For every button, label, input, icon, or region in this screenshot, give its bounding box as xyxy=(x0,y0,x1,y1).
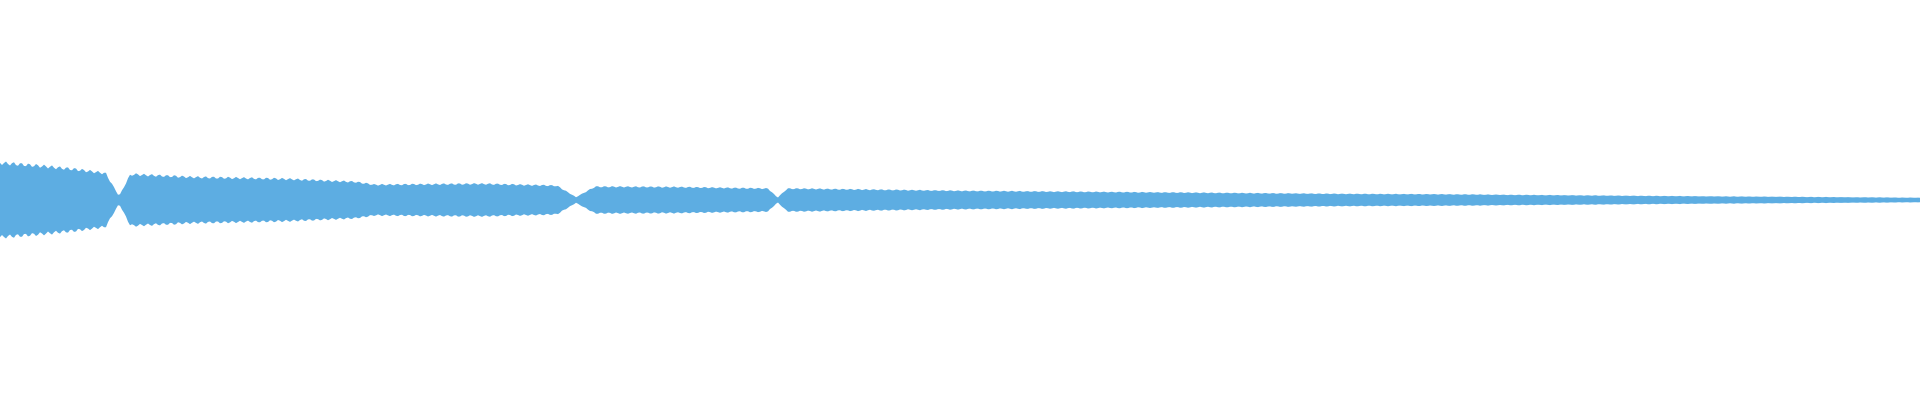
waveform-envelope xyxy=(0,161,1920,239)
